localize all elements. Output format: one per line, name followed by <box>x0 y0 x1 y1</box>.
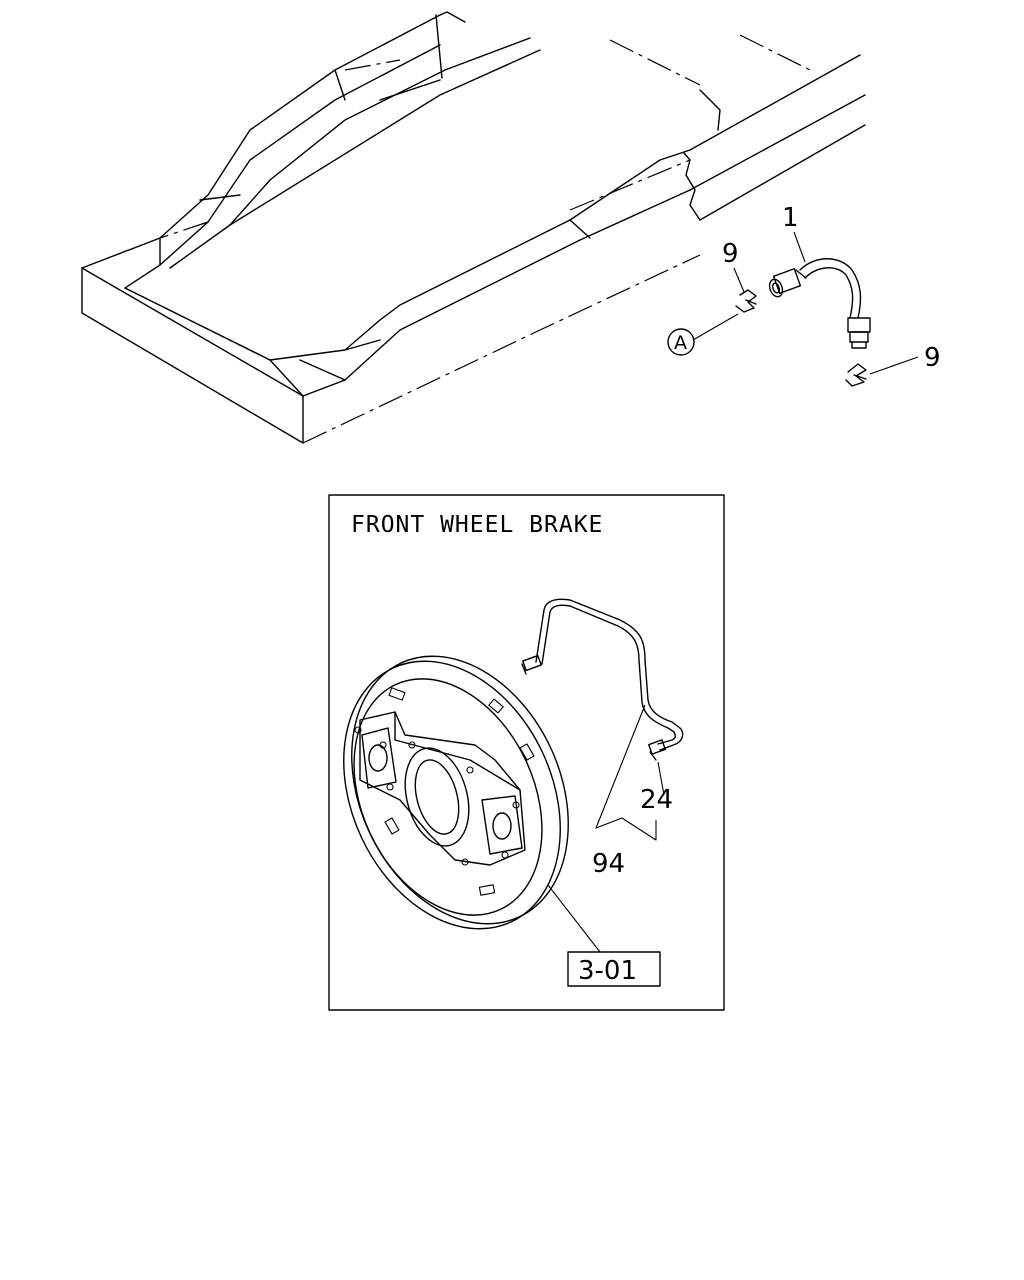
leader-ref <box>547 884 601 953</box>
callout-24: 24 <box>640 785 673 815</box>
leader-94 <box>595 704 657 841</box>
leader-a <box>692 313 739 341</box>
leader-1 <box>793 231 806 263</box>
leader-9-top <box>733 267 745 293</box>
clip-upper <box>735 289 757 313</box>
callout-1: 1 <box>782 203 799 233</box>
marker-a: A <box>667 328 695 356</box>
reference-box <box>567 951 661 987</box>
brake-backing-plate <box>343 655 569 930</box>
clip-lower <box>845 363 867 387</box>
inset-title: FRONT WHEEL BRAKE <box>351 512 603 538</box>
callout-9-bottom: 9 <box>924 343 941 373</box>
callout-9-top: 9 <box>722 239 739 269</box>
brake-pipe <box>521 598 684 761</box>
reference-label: 3-01 <box>578 956 637 986</box>
chassis-frame <box>81 11 866 444</box>
marker-a-label: A <box>674 332 687 354</box>
brake-hose <box>768 258 871 349</box>
callout-94: 94 <box>592 849 625 879</box>
inset-front-wheel-brake: FRONT WHEEL BRAKE <box>328 494 725 1011</box>
leader-24 <box>657 761 665 796</box>
leader-9-bottom <box>869 356 919 375</box>
